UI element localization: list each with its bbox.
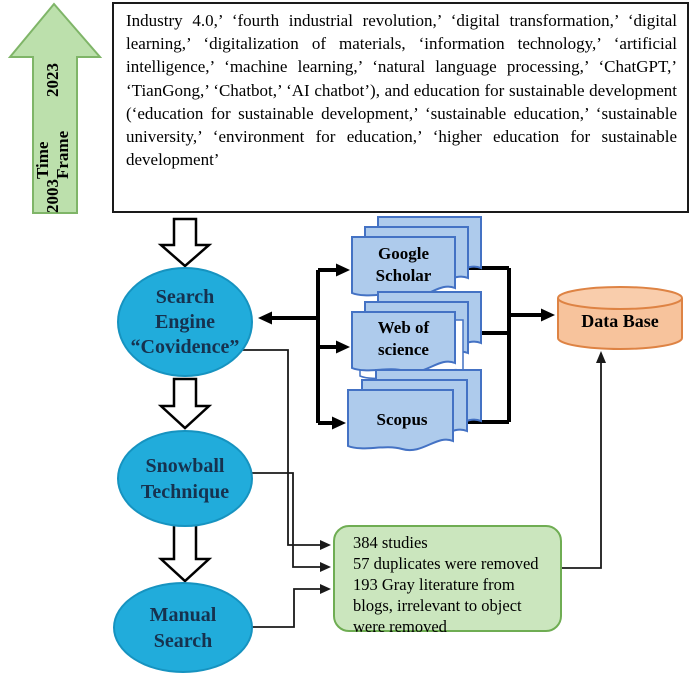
timeframe-up-arrow-icon [7, 2, 103, 214]
manual-search-node: Manual Search [113, 582, 253, 673]
timeframe-title: Time Frame [33, 130, 72, 179]
timeframe-end-year: 2023 [43, 63, 62, 97]
timeframe-start-year: 2003 [43, 179, 62, 213]
google-scholar-label: Google Scholar [375, 244, 432, 285]
snowball-technique-node: Snowball Technique [117, 430, 253, 527]
scopus-documents-icon [347, 369, 482, 452]
arrow-to-database [541, 308, 555, 322]
arrow-snowball-to-results [320, 562, 331, 572]
manual-search-label: Manual Search [149, 603, 217, 652]
timeframe-label: 2003 Time Frame 2023 [33, 63, 72, 213]
results-connectors [242, 349, 606, 628]
down-arrow-icon [157, 521, 213, 583]
process-flow-arrows [157, 217, 213, 583]
down-arrow-icon [157, 217, 213, 268]
screening-results-text: 384 studies 57 duplicates were removed 1… [353, 533, 539, 636]
database-cylinder-icon [557, 286, 683, 350]
down-arrow-icon [157, 377, 213, 430]
database-label: Data Base [581, 311, 659, 331]
arrow-to-google-scholar [336, 263, 350, 277]
arrow-covidence-to-results [320, 540, 331, 550]
google-scholar-documents-icon [351, 216, 482, 299]
search-terms-text: Industry 4.0,’ ‘fourth industrial revolu… [126, 11, 677, 170]
snowball-technique-label: Snowball Technique [140, 454, 230, 503]
source-connectors [258, 263, 350, 430]
arrow-manual-to-results [320, 584, 331, 594]
web-of-science-documents-icon [351, 291, 482, 381]
search-terms-box: Industry 4.0,’ ‘fourth industrial revolu… [112, 2, 689, 213]
search-engine-covidence-node: Search Engine “Covidence” [117, 267, 253, 377]
search-engine-covidence-label: Search Engine “Covidence” [130, 285, 240, 358]
screening-results-box: 384 studies 57 duplicates were removed 1… [333, 525, 562, 636]
web-of-science-label: Web of science [377, 318, 430, 359]
arrow-to-search-engine [258, 311, 272, 325]
scopus-label: Scopus [376, 410, 428, 429]
arrow-to-scopus [332, 416, 346, 430]
arrow-results-to-database [596, 351, 606, 363]
arrow-to-web-of-science [336, 340, 350, 354]
